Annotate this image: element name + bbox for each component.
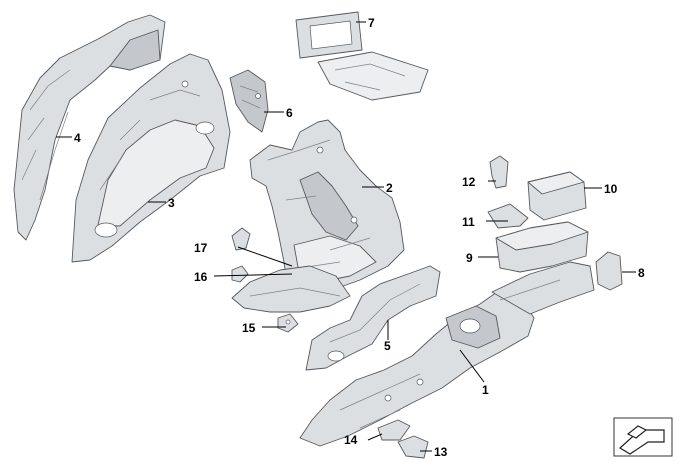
callout-labels: 4 3 6 7 2 12 10 11 9 8 17 16 15 5 1 14 1… (74, 16, 645, 459)
part-8-cover[interactable] (595, 251, 623, 291)
leader-lines (56, 21, 636, 452)
callout-8: 8 (638, 266, 645, 280)
part-7-frame-and-plate[interactable] (295, 11, 429, 101)
callout-1: 1 (482, 383, 489, 397)
part-4-wheel-arch-inner[interactable] (13, 14, 166, 241)
part-3-wheelhouse-outer[interactable] (71, 53, 231, 263)
part-16-small-bracket[interactable] (231, 265, 249, 283)
part-9-support[interactable] (495, 221, 589, 273)
part-1-side-member-assembly[interactable] (299, 261, 595, 447)
part-6-bracket[interactable] (229, 69, 269, 133)
part-11-strip[interactable] (487, 203, 529, 229)
callout-10: 10 (604, 182, 618, 196)
part-2-rear-frame-assembly[interactable] (249, 119, 405, 297)
callout-6: 6 (286, 106, 293, 120)
callout-4: 4 (74, 131, 81, 145)
part-13-bracket[interactable] (397, 435, 429, 459)
callout-15: 15 (242, 321, 256, 335)
callout-7: 7 (368, 16, 375, 30)
callout-13: 13 (434, 445, 448, 459)
lower-rail-section[interactable] (231, 265, 351, 313)
part-14-bracket[interactable] (377, 419, 411, 441)
callout-17: 17 (194, 241, 208, 255)
part-12-clip[interactable] (489, 155, 509, 189)
callout-11: 11 (462, 215, 475, 229)
part-10-bracket-box[interactable] (527, 171, 587, 221)
callout-14: 14 (344, 433, 358, 447)
callout-3: 3 (168, 196, 175, 210)
callout-16: 16 (194, 270, 208, 284)
part-5-longitudinal-member[interactable] (305, 265, 441, 371)
exploded-view-orientation-icon[interactable] (613, 417, 673, 457)
callout-9: 9 (466, 251, 473, 265)
callout-12: 12 (462, 175, 476, 189)
callout-2: 2 (386, 181, 393, 195)
callout-5: 5 (384, 339, 391, 353)
part-17-small-bracket[interactable] (231, 227, 251, 251)
part-15-clip[interactable] (277, 313, 299, 333)
